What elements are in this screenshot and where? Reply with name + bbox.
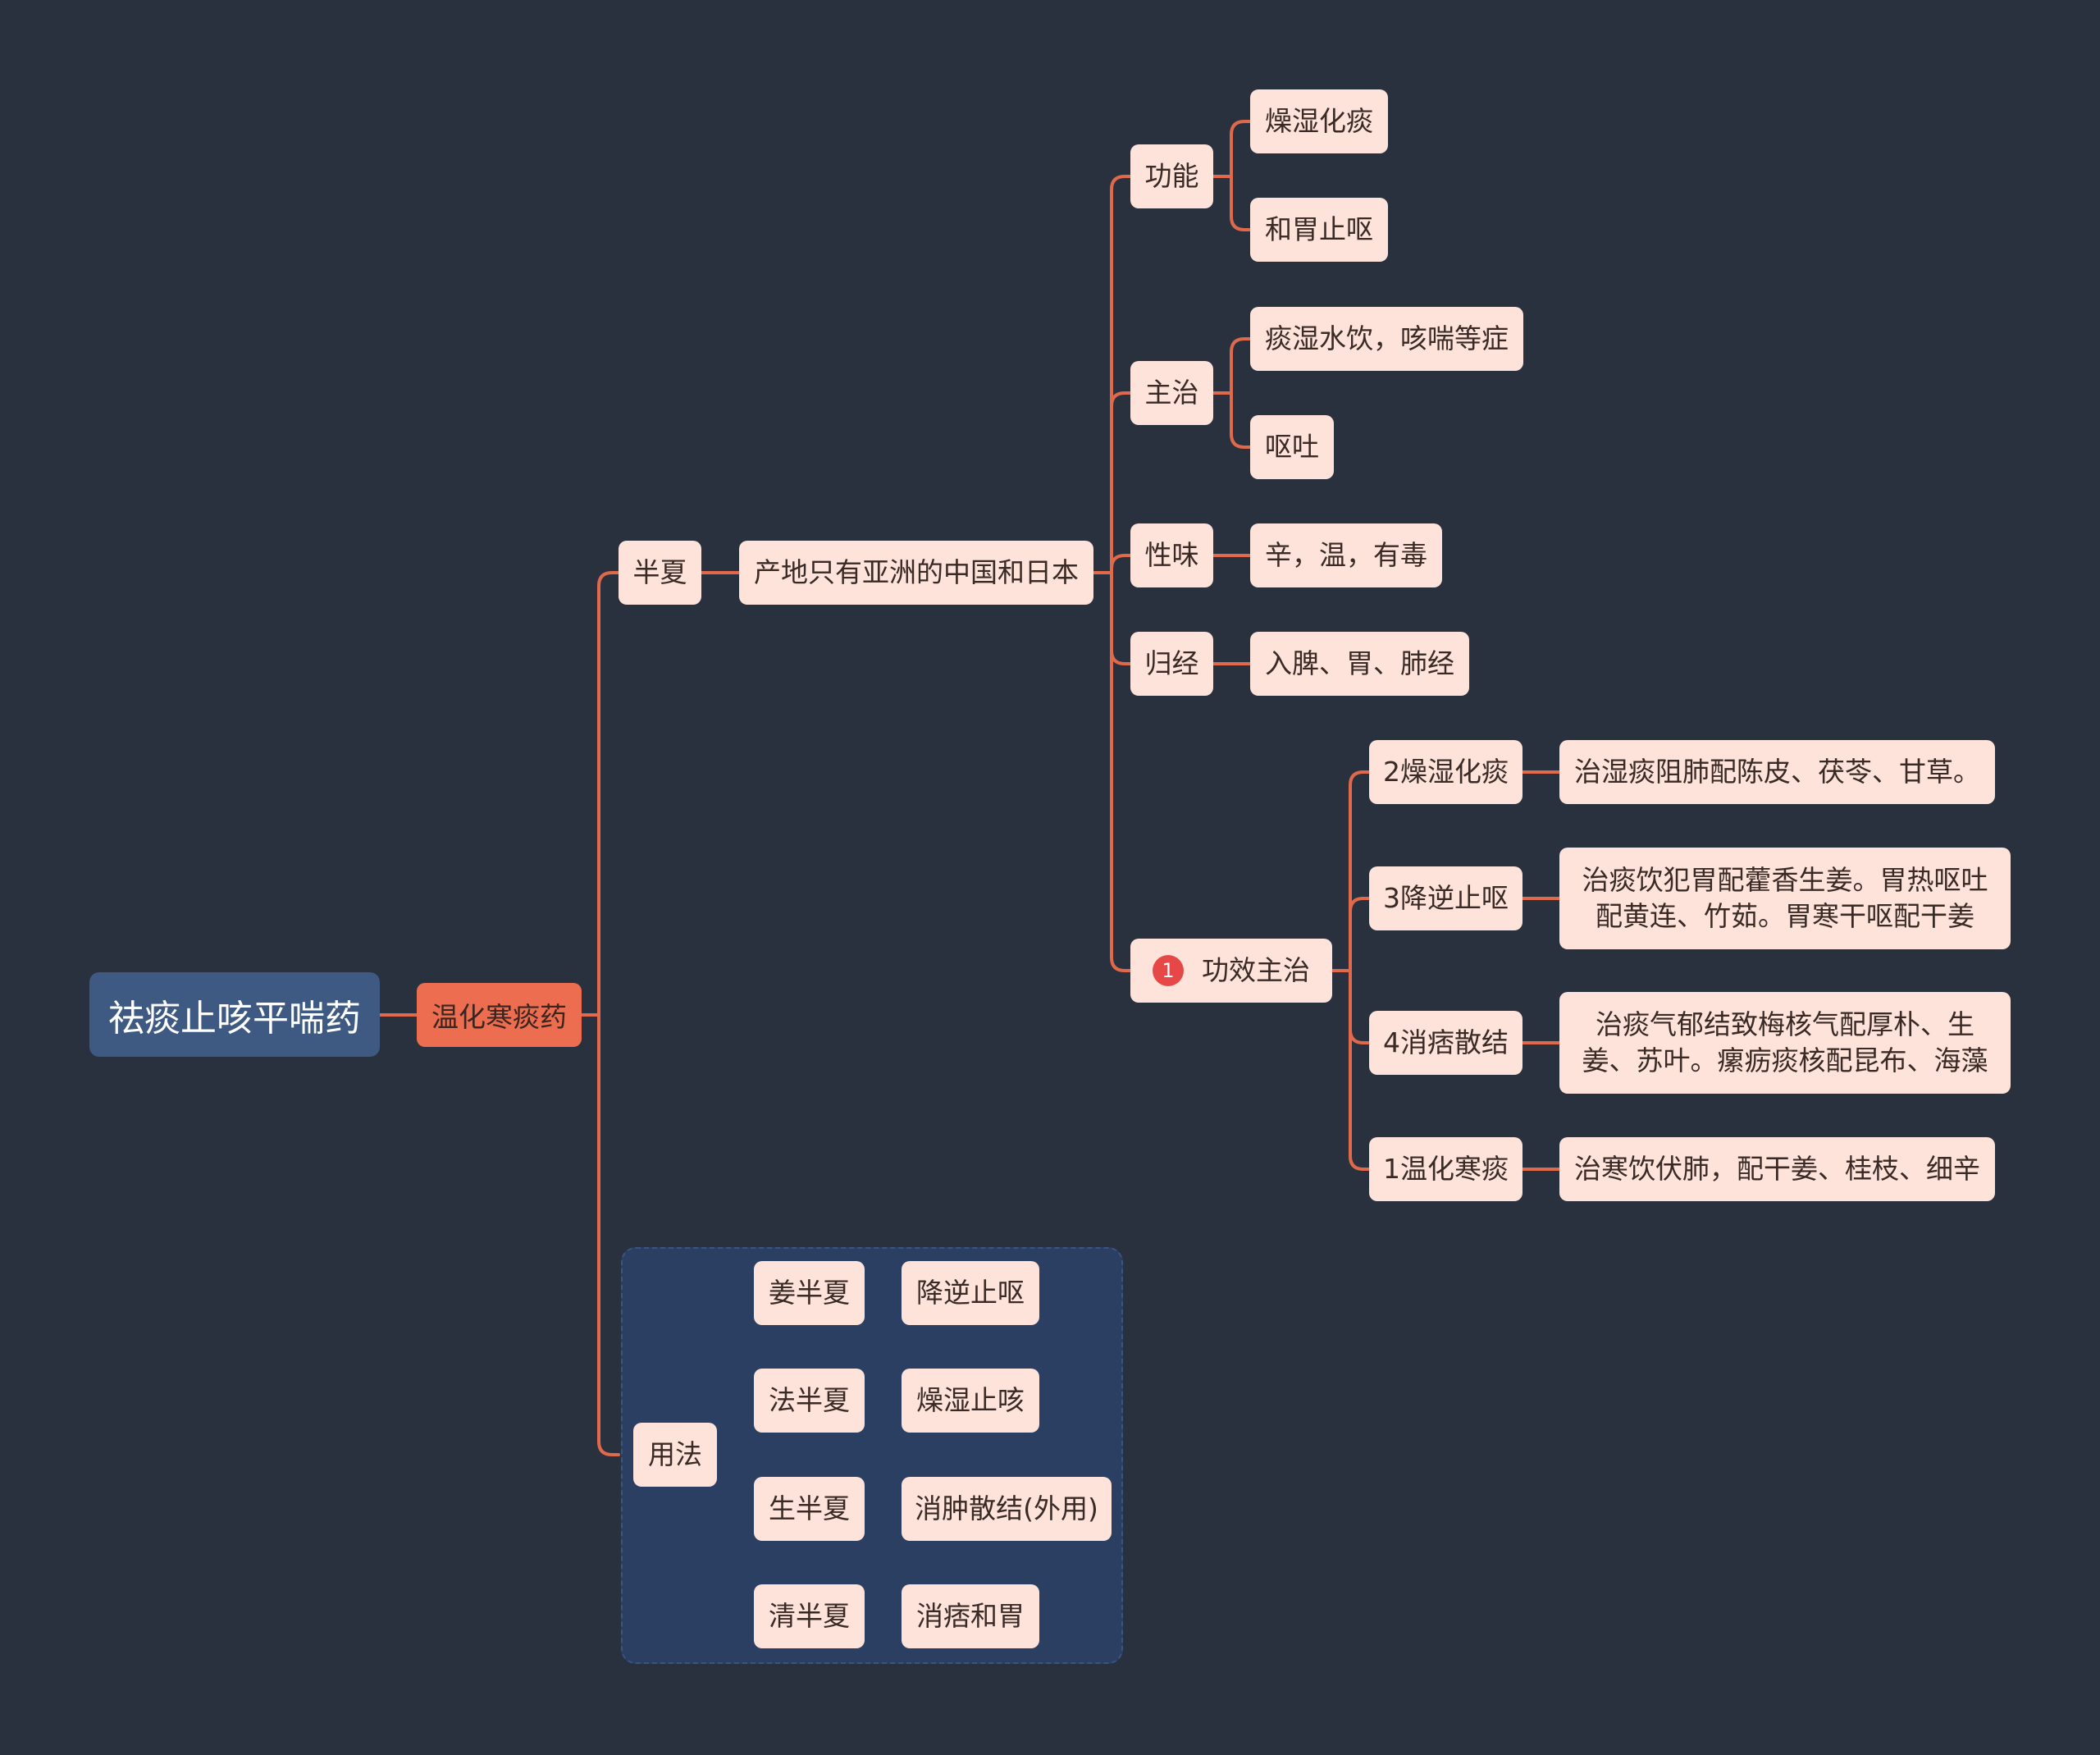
origin-fork-branch-1 [1110,391,1132,574]
efficacy-desc-3[interactable]: 治痰气郁结致梅核气配厚朴、生姜、苏叶。瘰疬痰核配昆布、海藻 [1559,992,2011,1094]
efficacy-fork-branch-0 [1349,770,1371,972]
origin-fork-branch-3 [1110,571,1132,665]
indication-item-2[interactable]: 呕吐 [1250,415,1334,479]
root-node[interactable]: 祛痰止咳平喘药 [89,972,380,1057]
category-node[interactable]: 温化寒痰药 [417,983,582,1047]
meridian-value[interactable]: 入脾、胃、肺经 [1250,632,1469,696]
usage-node[interactable]: 用法 [633,1423,717,1487]
function-fork-branch-1 [1230,175,1252,231]
efficacy-item-4[interactable]: 1温化寒痰 [1369,1137,1522,1201]
function-fork-branch-0 [1230,120,1252,178]
origin-fork-branch-0 [1110,175,1132,574]
indication-node[interactable]: 主治 [1130,361,1213,425]
origin-node[interactable]: 产地只有亚洲的中国和日本 [739,541,1093,605]
efficacy-desc-1[interactable]: 治湿痰阻肺配陈皮、茯苓、甘草。 [1559,740,1995,804]
usage-item-3[interactable]: 生半夏 [754,1477,865,1541]
usage-item-1[interactable]: 姜半夏 [754,1261,865,1325]
usage-effect-3[interactable]: 消肿散结(外用) [902,1477,1112,1541]
efficacy-fork-branch-3 [1349,969,1371,1171]
nature-value[interactable]: 辛，温，有毒 [1250,523,1442,587]
efficacy-desc-4[interactable]: 治寒饮伏肺，配干姜、桂枝、细辛 [1559,1137,1995,1201]
herb-node[interactable]: 半夏 [619,541,701,605]
efficacy-item-2[interactable]: 3降逆止呕 [1369,866,1522,930]
priority-badge-icon: 1 [1153,955,1184,986]
indication-fork-branch-0 [1230,337,1252,395]
nature-node[interactable]: 性味 [1130,523,1213,587]
usage-item-4[interactable]: 清半夏 [754,1584,865,1648]
category-fork-branch-0 [597,571,620,1017]
usage-effect-4[interactable]: 消痞和胃 [902,1584,1039,1648]
origin-fork-branch-4 [1110,571,1132,972]
function-item-1[interactable]: 燥湿化痰 [1250,89,1388,153]
function-node[interactable]: 功能 [1130,144,1213,208]
efficacy-item-3[interactable]: 4消痞散结 [1369,1011,1522,1075]
efficacy-desc-2[interactable]: 治痰饮犯胃配藿香生姜。胃热呕吐配黄连、竹茹。胃寒干呕配干姜 [1559,848,2011,949]
efficacy-node[interactable]: 1 功效主治 [1130,939,1332,1003]
usage-item-2[interactable]: 法半夏 [754,1369,865,1433]
efficacy-fork-branch-2 [1349,969,1371,1044]
usage-effect-2[interactable]: 燥湿止咳 [902,1369,1039,1433]
function-item-2[interactable]: 和胃止呕 [1250,198,1388,262]
indication-item-1[interactable]: 痰湿水饮，咳喘等症 [1250,307,1523,371]
meridian-node[interactable]: 归经 [1130,632,1213,696]
usage-effect-1[interactable]: 降逆止呕 [902,1261,1039,1325]
efficacy-fork-branch-1 [1349,897,1371,972]
indication-fork-branch-1 [1230,391,1252,449]
category-fork-branch-1 [597,1013,620,1456]
origin-fork-branch-2 [1110,554,1132,574]
efficacy-item-1[interactable]: 2燥湿化痰 [1369,740,1522,804]
efficacy-label: 功效主治 [1202,954,1310,986]
